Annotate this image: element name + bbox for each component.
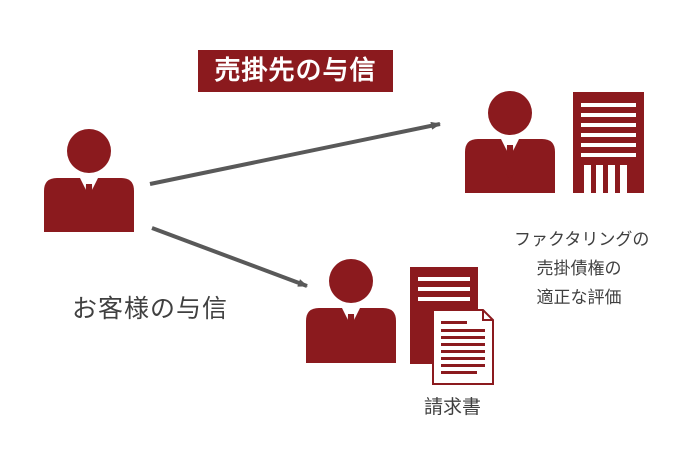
arrow-to-client-icon [151,226,308,288]
arrow-to-factoring-icon [149,121,441,186]
factoring-label-line-1: ファクタリングの [514,230,650,250]
factoring-building-icon [573,92,644,193]
invoice-label: 請求書 [424,396,482,418]
invoice-document-icon [432,309,494,385]
customer-credit-label: お客様の与信 [72,294,229,323]
customer-person-icon [44,129,134,232]
factoring-label-line-3: 適正な評価 [536,288,622,308]
title-box: 売掛先の与信 [198,50,393,92]
client-person-icon [306,259,396,363]
factoring-person-icon [465,91,555,193]
factoring-label-line-2: 売掛債権の [536,259,622,279]
factoring-evaluation-label: ファクタリングの 売掛債権の 適正な評価 [514,226,650,313]
